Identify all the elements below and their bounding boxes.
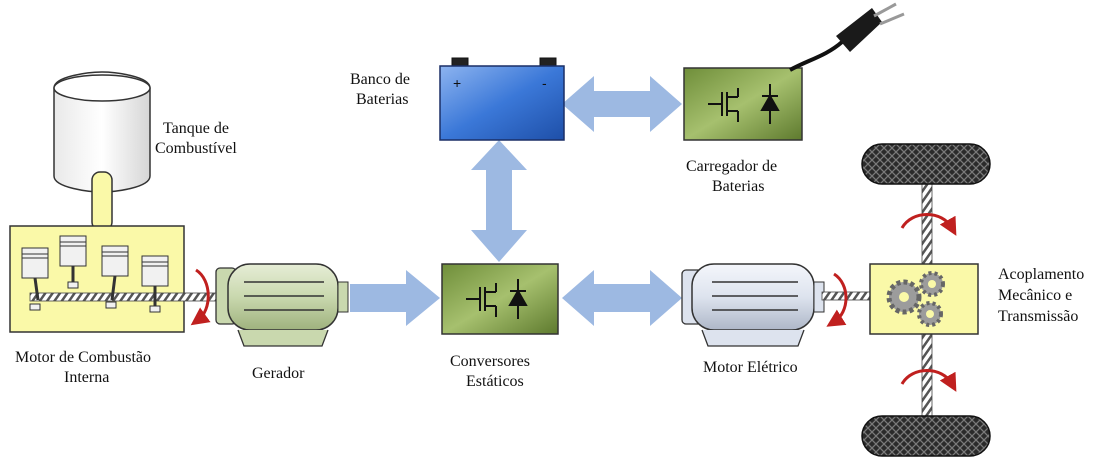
tank-label-line2: Combustível — [155, 140, 237, 157]
converter-label-line1: Conversores — [450, 353, 530, 370]
arrow-generator-to-converter — [350, 270, 440, 326]
coupling-label-line2: Mecânico e — [998, 287, 1072, 304]
battery-icon: + - — [439, 57, 565, 141]
converter-label-line2: Estáticos — [466, 373, 524, 390]
power-plug-icon — [789, 2, 905, 72]
battery-label-line1: Banco de — [350, 71, 410, 88]
charger-box — [683, 67, 803, 141]
arrow-battery-charger — [562, 76, 682, 132]
piston-2-icon — [59, 235, 87, 289]
ice-label-line1: Motor de Combustão — [15, 349, 151, 366]
coupling-label-line1: Acoplamento — [998, 266, 1084, 283]
battery-positive-terminal: + — [453, 75, 461, 91]
combustion-engine-icon — [9, 225, 231, 333]
coupling-box — [869, 263, 979, 335]
battery-negative-terminal: - — [542, 75, 547, 91]
tank-label-line1: Tanque de — [163, 120, 229, 137]
coupling-label-line3: Transmissão — [998, 308, 1078, 325]
piston-1-icon — [21, 247, 49, 311]
charger-label-line1: Carregador de — [686, 158, 777, 175]
power-electronics-icon — [708, 84, 780, 124]
generator-icon — [215, 263, 349, 347]
piston-4-icon — [141, 255, 169, 313]
power-electronics-icon — [466, 279, 528, 319]
charger-label-line2: Baterias — [712, 178, 764, 195]
ice-label-line2: Interna — [64, 369, 109, 386]
rotation-arrow-icon — [900, 369, 957, 392]
arrow-battery-converter — [471, 140, 527, 262]
generator-label: Gerador — [252, 365, 305, 382]
rotation-arrow-icon — [900, 213, 957, 236]
battery-label-line2: Baterias — [356, 91, 408, 108]
converter-box — [441, 263, 559, 335]
fuel-tank-icon — [53, 71, 151, 231]
gears-icon — [886, 271, 945, 327]
wheel-icon — [861, 415, 991, 457]
electric-motor-icon — [681, 263, 825, 347]
piston-3-icon — [101, 245, 129, 309]
emotor-label: Motor Elétrico — [703, 359, 798, 376]
wheel-icon — [861, 143, 991, 185]
arrow-converter-motor — [562, 270, 682, 326]
rotation-arrow-icon — [190, 268, 211, 326]
rotation-arrow-icon — [826, 272, 848, 327]
